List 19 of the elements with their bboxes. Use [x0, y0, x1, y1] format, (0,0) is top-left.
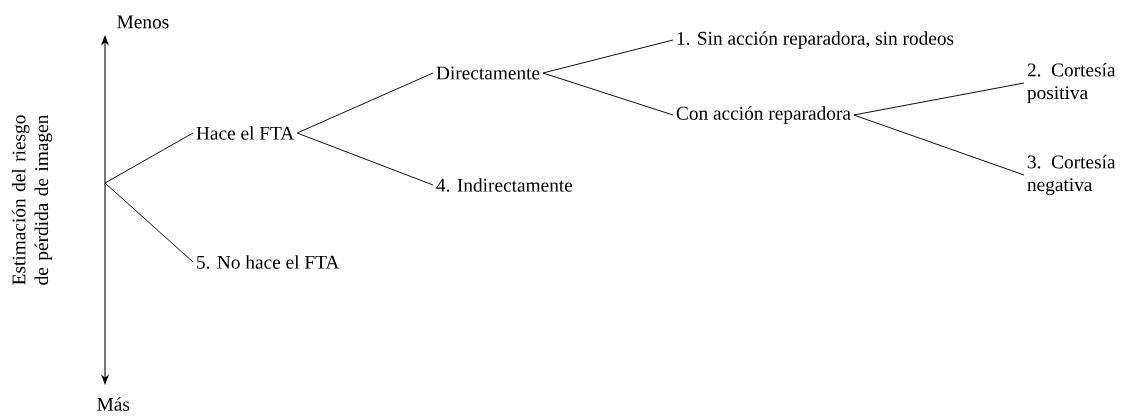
branch-line [296, 132, 434, 186]
branch-line [853, 114, 1025, 176]
branch-label: Con acción reparadora [676, 106, 851, 124]
branch-line [853, 82, 1025, 116]
branch-label: Hace el FTA [196, 126, 295, 140]
branch-line [104, 132, 194, 184]
axis-title: Estimación del riesgo de pérdida de imagen [11, 114, 53, 285]
branch-label: 2. Cortesía positiva [1027, 62, 1116, 104]
branch-label: 5. No hace el FTA [197, 255, 340, 269]
branch-label: 3. Cortesía negativa [1027, 154, 1116, 196]
axis-label: Más [97, 397, 130, 411]
branch-label: Directamente [436, 66, 540, 80]
branch-label: 1. Sin acción reparadora, sin rodeos [677, 31, 954, 49]
branch-line [542, 39, 674, 74]
branch-label: 4. Indirectamente [436, 178, 573, 192]
branch-line [296, 72, 434, 134]
branch-line [542, 72, 674, 116]
branch-line [104, 182, 194, 263]
axis-label: Menos [117, 15, 169, 29]
